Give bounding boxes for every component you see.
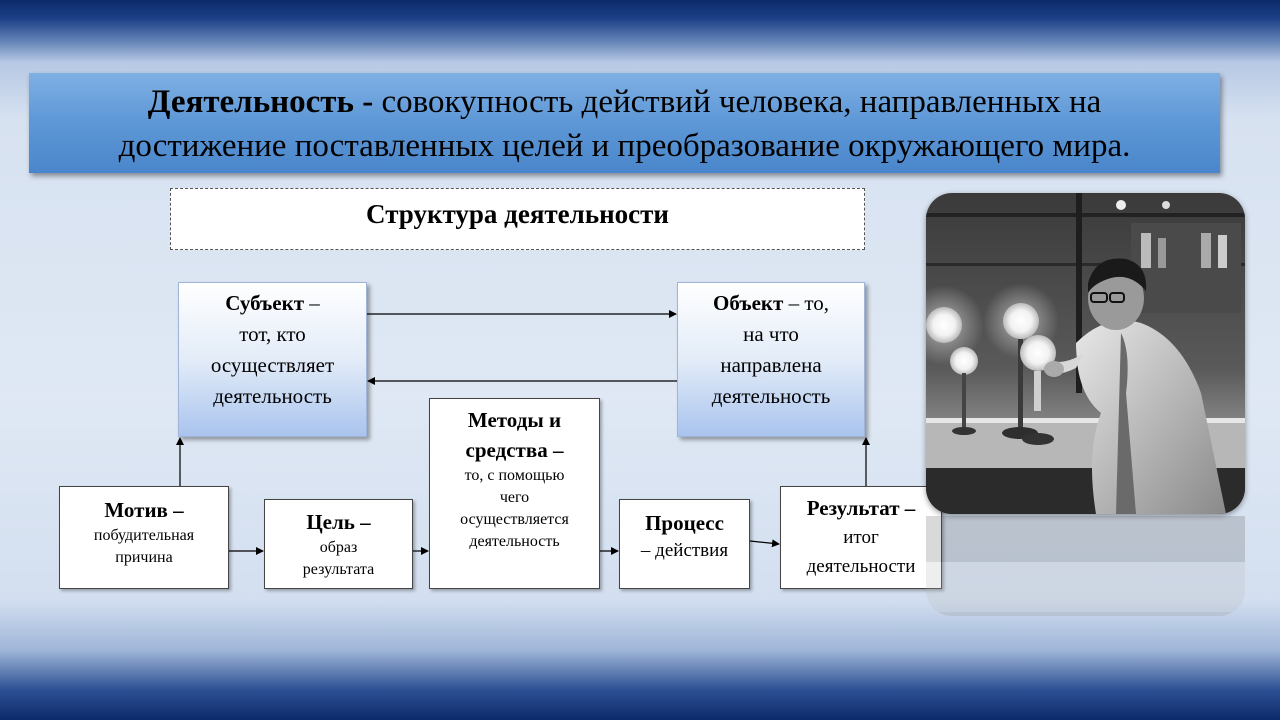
photo-reflection-illustration: [926, 516, 1245, 616]
methods-box: Методы и средства – то, с помощью чего о…: [429, 398, 600, 589]
subject-text-3: осуществляет: [210, 353, 335, 377]
result-text-2: деятельности: [806, 556, 916, 577]
definition-text-2: достижение поставленных целей и преобраз…: [118, 128, 1131, 164]
goal-text-2: результата: [302, 561, 375, 578]
result-box: Результат – итог деятельности: [780, 486, 942, 589]
methods-text-3: осуществляется: [460, 511, 569, 528]
scientist-lab-photo: [926, 193, 1245, 514]
subject-term: Субъект: [225, 291, 305, 315]
process-text: – действия: [640, 540, 729, 561]
goal-box: Цель – образ результата: [264, 499, 413, 589]
methods-text-2: чего: [499, 489, 530, 506]
object-text-2: на что: [743, 322, 799, 346]
motive-box: Мотив – побудительная причина: [59, 486, 229, 589]
definition-line-1: Деятельность - совокупность действий чел…: [29, 80, 1220, 124]
goal-term: Цель –: [306, 510, 371, 534]
methods-text-4: деятельность: [469, 533, 560, 550]
subject-text-4: деятельность: [213, 384, 332, 408]
methods-term-1: Методы и: [467, 408, 562, 432]
subject-text-1: –: [304, 291, 320, 315]
arrow-process-to-result: [749, 539, 780, 548]
motive-term: Мотив –: [104, 498, 184, 522]
object-text-4: деятельность: [711, 384, 831, 408]
object-term: Объект: [713, 291, 784, 315]
goal-text-1: образ: [319, 539, 358, 556]
process-term: Процесс: [645, 511, 724, 535]
result-term: Результат –: [806, 496, 916, 520]
definition-term: Деятельность -: [147, 84, 374, 120]
methods-term-2: средства –: [465, 438, 564, 462]
photo-reflection: [926, 516, 1245, 616]
definition-text-1: совокупность действий человека, направле…: [381, 84, 1102, 120]
photo-illustration: [926, 193, 1245, 514]
subject-box: Субъект – тот, кто осуществляет деятельн…: [178, 282, 367, 437]
object-text-3: направлена: [720, 353, 822, 377]
process-box: Процесс – действия: [619, 499, 750, 589]
motive-text-1: побудительная: [93, 527, 195, 544]
methods-text-1: то, с помощью: [464, 467, 565, 484]
motive-text-2: причина: [115, 549, 173, 566]
definition-banner: Деятельность - совокупность действий чел…: [29, 73, 1220, 173]
object-box: Объект – то, на что направлена деятельно…: [677, 282, 865, 437]
subject-text-2: тот, кто: [239, 322, 306, 346]
object-text-1: – то,: [783, 291, 829, 315]
structure-title: Структура деятельности: [170, 188, 865, 250]
result-text-1: итог: [843, 527, 879, 548]
